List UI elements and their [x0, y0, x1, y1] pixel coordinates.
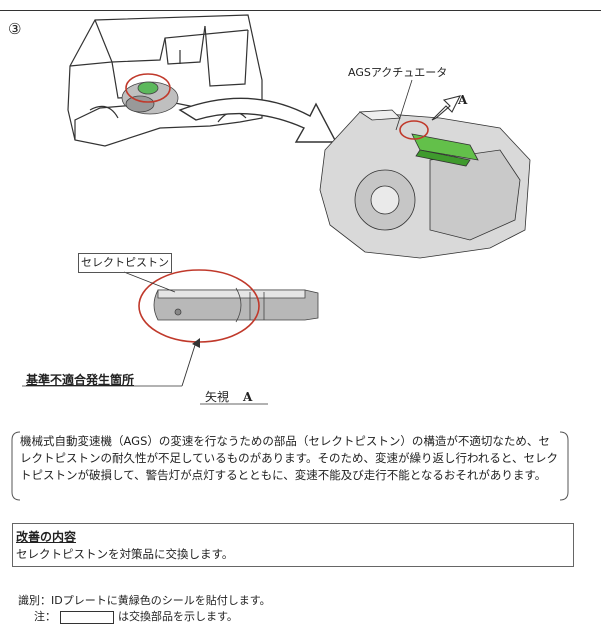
- improvement-box: [12, 523, 574, 567]
- select-piston-label: セレクトピストン: [78, 253, 172, 273]
- top-rule: [0, 10, 601, 11]
- note-line: 注： は交換部品を示します。: [34, 608, 238, 624]
- improvement-text: セレクトピストンを対策品に交換します。: [16, 547, 234, 561]
- nonconformity-label: 基準不適合発生箇所: [26, 373, 135, 387]
- van-highlight-circle: [125, 73, 171, 103]
- description-brackets: [11, 431, 569, 501]
- note-prefix: 注：: [34, 610, 56, 623]
- note-suffix: は交換部品を示します。: [118, 610, 238, 623]
- actuator-highlight-circle: [399, 120, 429, 140]
- improvement-title: 改善の内容: [16, 530, 77, 544]
- nonconformity-leader: [181, 341, 197, 387]
- nonconformity-arrowhead: [192, 338, 200, 348]
- identification-text: 識別：IDプレートに黄緑色のシールを貼付します。: [18, 594, 271, 607]
- figure-number: ③: [8, 20, 22, 38]
- arrow-view-text: 矢視: [205, 390, 230, 404]
- arrow-view-caption: 矢視 A: [205, 388, 252, 405]
- replacement-part-legend-box: [60, 610, 114, 624]
- transmission-drawing: [319, 109, 531, 259]
- recall-illustration: [22, 14, 531, 405]
- view-a-arrow: [431, 95, 462, 121]
- ags-actuator-label: AGSアクチュエータ: [348, 66, 448, 79]
- select-piston-drawing: [153, 287, 319, 323]
- van-engine: [121, 81, 179, 115]
- actuator-leader-line: [395, 79, 413, 131]
- defect-description: 機械式自動変速機（AGS）の変速を行なうための部品（セレクトピストン）の構造が不…: [20, 434, 558, 482]
- curved-arrow: [178, 97, 338, 143]
- van-drawing: [67, 14, 263, 147]
- view-a-label: A: [458, 93, 468, 107]
- arrow-view-letter: A: [243, 390, 253, 404]
- piston-label-leader: [123, 271, 176, 293]
